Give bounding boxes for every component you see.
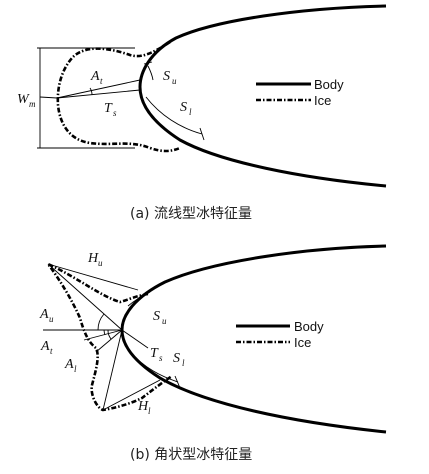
- a-label-ts: T: [104, 101, 113, 116]
- b-label-at: A: [40, 339, 50, 354]
- au-ray: [47, 263, 123, 331]
- al-angle-arc: [107, 329, 112, 340]
- sl-tick-b: [174, 375, 181, 389]
- b-label-hu: H: [87, 251, 99, 266]
- b-label-au: A: [39, 307, 49, 322]
- b-label-at-sub: t: [50, 346, 53, 356]
- sl-arc: [145, 96, 203, 135]
- b-label-ts-sub: s: [159, 353, 163, 363]
- b-label-sl: S: [173, 351, 180, 366]
- hl-line: [102, 379, 161, 411]
- a-label-wm-sub: m: [29, 99, 36, 109]
- at-angle-arc-b: [103, 329, 106, 336]
- a-label-sl-sub: l: [189, 107, 192, 117]
- panel-b-legend: Body Ice: [236, 319, 324, 350]
- b-label-su: S: [153, 309, 160, 324]
- legend-b-ice-label: Ice: [294, 335, 311, 350]
- a-label-su-sub: u: [172, 76, 177, 86]
- at-angle-arc: [89, 87, 93, 96]
- panel-b-ice-contour: [43, 260, 173, 412]
- panel-a-body-contour: [138, 4, 387, 188]
- at-direction-line: [56, 79, 141, 99]
- ts-line-b: [121, 329, 149, 349]
- at-ray: [83, 329, 123, 341]
- panel-a-legend: Body Ice: [256, 77, 344, 108]
- sl-arc-b: [129, 351, 179, 383]
- b-label-ts: T: [150, 346, 159, 361]
- a-label-sl: S: [180, 100, 187, 115]
- hl-ray: [102, 329, 123, 411]
- b-label-sl-sub: l: [182, 358, 185, 368]
- su-tick: [143, 61, 153, 65]
- al-ray: [95, 329, 123, 353]
- panel-a-ice-contour: [56, 40, 181, 153]
- a-label-ts-sub: s: [113, 108, 117, 118]
- legend-ice-label: Ice: [314, 93, 331, 108]
- a-label-wm: W: [17, 92, 30, 107]
- legend-b-body-label: Body: [294, 319, 324, 334]
- ts-thickness-line: [56, 89, 141, 99]
- b-label-hl: H: [137, 399, 149, 414]
- a-label-su: S: [163, 69, 170, 84]
- su-arc-b: [127, 291, 151, 307]
- caption-a: (a) 流线型冰特征量: [130, 206, 252, 222]
- b-label-hl-sub: l: [148, 406, 151, 416]
- sl-tick: [199, 127, 205, 141]
- b-label-al: A: [64, 357, 74, 372]
- legend-body-label: Body: [314, 77, 344, 92]
- hu-line: [47, 263, 139, 291]
- panel-b-body-contour: [120, 244, 387, 434]
- au-angle-arc: [97, 313, 105, 331]
- b-label-au-sub: u: [49, 314, 54, 324]
- b-label-su-sub: u: [162, 316, 167, 326]
- b-label-hu-sub: u: [98, 258, 103, 268]
- b-label-al-sub: l: [74, 364, 77, 374]
- caption-b: (b) 角状型冰特征量: [130, 447, 252, 463]
- panel-a: A t W m T s S u S l Body Ice (a) 流线型冰特征量: [17, 4, 387, 222]
- panel-b: H u A u A t A l T s S u S l H l Body Ice…: [39, 244, 387, 463]
- a-label-at-sub: t: [100, 76, 103, 86]
- chord-line: [39, 96, 58, 99]
- su-arc: [147, 65, 154, 81]
- a-label-at: A: [90, 69, 100, 84]
